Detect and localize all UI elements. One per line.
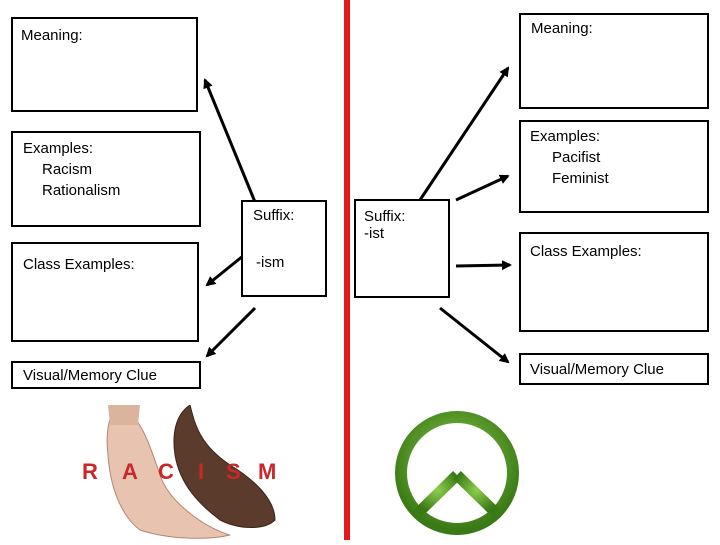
right-class-examples-label: Class Examples:	[530, 243, 642, 260]
arrow-to-left-class-examples	[205, 254, 244, 287]
right-visual-clue-box: Visual/Memory Clue	[519, 353, 709, 385]
arrow-to-right-class-examples	[455, 260, 512, 271]
right-example-item: Pacifist	[552, 149, 601, 166]
left-meaning-box: Meaning:	[11, 17, 198, 112]
racism-letter: R	[82, 459, 98, 484]
racism-letter: S	[226, 459, 241, 484]
arrow-to-left-visual-clue	[205, 306, 257, 358]
right-suffix-label: Suffix:	[364, 208, 406, 225]
right-example-item: Feminist	[552, 170, 609, 187]
arrow-to-right-examples	[455, 174, 510, 202]
racism-letter: C	[158, 459, 174, 484]
left-suffix-box: Suffix: -ism	[241, 200, 327, 297]
right-examples-label: Examples:	[530, 128, 601, 145]
right-examples-box: Examples: Pacifist Feminist	[519, 120, 709, 213]
right-suffix-value: -ist	[364, 225, 384, 242]
peace-symbol-icon	[395, 411, 519, 535]
racism-letter: A	[122, 459, 138, 484]
peace-symbol-image	[388, 403, 526, 540]
left-visual-clue-box: Visual/Memory Clue	[11, 361, 201, 389]
right-class-examples-box: Class Examples:	[519, 232, 709, 332]
right-visual-clue-label: Visual/Memory Clue	[530, 361, 664, 378]
left-example-item: Rationalism	[42, 182, 121, 199]
center-divider-line	[344, 0, 350, 540]
arrow-to-left-meaning	[203, 78, 257, 203]
racism-letter: I	[198, 459, 205, 484]
arrow-to-right-meaning	[418, 66, 510, 201]
left-examples-label: Examples:	[23, 140, 94, 157]
left-examples-box: Examples: Racism Rationalism	[11, 131, 201, 227]
suffix-ist-box: Suffix: -ist	[354, 199, 450, 298]
left-meaning-label: Meaning:	[21, 27, 83, 44]
left-suffix-label: Suffix:	[253, 207, 295, 224]
right-meaning-label: Meaning:	[531, 20, 593, 37]
arrow-to-right-visual-clue	[439, 306, 510, 364]
left-example-item: Racism	[42, 161, 93, 178]
left-class-examples-label: Class Examples:	[23, 256, 135, 273]
racism-feet-image: R A C I S M	[80, 405, 284, 540]
left-visual-clue-label: Visual/Memory Clue	[23, 367, 157, 384]
left-class-examples-box: Class Examples:	[11, 242, 199, 342]
feet-illustration	[106, 405, 276, 539]
racism-letter: M	[258, 459, 277, 484]
right-meaning-box: Meaning:	[519, 13, 709, 109]
left-suffix-value: -ism	[256, 254, 285, 271]
